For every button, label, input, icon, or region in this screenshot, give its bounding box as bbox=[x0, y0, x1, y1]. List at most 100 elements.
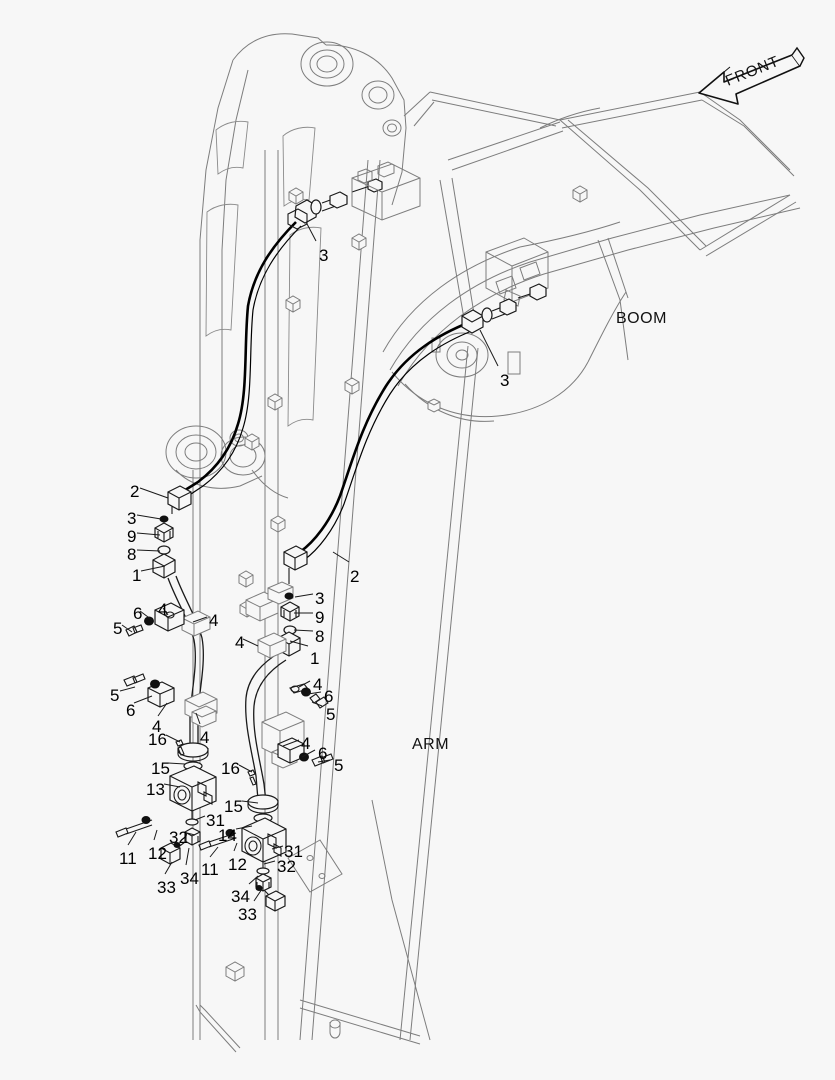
callout-number: 8 bbox=[127, 545, 137, 564]
leader-line bbox=[293, 629, 314, 632]
callout-number: 4 bbox=[209, 611, 219, 630]
leader-line bbox=[139, 610, 153, 621]
leader-line bbox=[153, 829, 158, 841]
leader-line bbox=[263, 860, 276, 865]
callout-number: 5 bbox=[110, 686, 120, 705]
fastener-markers bbox=[225, 185, 588, 982]
callout-number: 15 bbox=[224, 797, 243, 816]
callout-number: 14 bbox=[218, 826, 237, 845]
leader-line bbox=[282, 739, 300, 747]
callout-number: 1 bbox=[132, 566, 142, 585]
leader-line bbox=[233, 842, 238, 852]
callout-number: 15 bbox=[151, 759, 170, 778]
callout-number: 4 bbox=[235, 633, 245, 652]
leader-line bbox=[136, 549, 161, 552]
callout-number: 6 bbox=[133, 604, 143, 623]
leader-line bbox=[209, 846, 219, 858]
leader-line bbox=[140, 565, 166, 572]
leader-line bbox=[157, 702, 168, 717]
callout-number: 6 bbox=[126, 701, 136, 720]
leader-line bbox=[164, 861, 173, 875]
leader-line bbox=[253, 888, 263, 902]
leader-line bbox=[479, 329, 499, 367]
callout-number: 11 bbox=[119, 849, 137, 868]
leader-line bbox=[163, 783, 181, 788]
callout-leader-lines bbox=[119, 221, 499, 902]
callout-number: 1 bbox=[310, 649, 320, 668]
leader-line bbox=[192, 616, 208, 623]
callout-number: 12 bbox=[228, 855, 247, 874]
leader-line bbox=[121, 624, 133, 633]
leader-line bbox=[194, 815, 206, 821]
leader-line bbox=[271, 845, 284, 850]
callout-number: 32 bbox=[277, 857, 296, 876]
leader-line bbox=[305, 221, 317, 242]
machine-structure-outline bbox=[165, 33, 801, 1053]
callout-number: 2 bbox=[350, 567, 360, 586]
callout-number: 6 bbox=[324, 687, 334, 706]
leader-line bbox=[307, 691, 322, 695]
leader-line bbox=[241, 800, 259, 804]
callout-number: 3 bbox=[500, 371, 510, 390]
callout-number: 16 bbox=[148, 730, 167, 749]
callout-number: 6 bbox=[318, 744, 328, 763]
callout-number: 5 bbox=[334, 756, 344, 775]
leader-line bbox=[139, 487, 169, 499]
callout-number: 3 bbox=[319, 246, 329, 265]
leader-line bbox=[298, 680, 311, 688]
leader-line bbox=[167, 762, 186, 765]
callout-number: 2 bbox=[130, 482, 140, 501]
leader-line bbox=[235, 825, 253, 830]
leader-line bbox=[136, 514, 162, 520]
leader-line bbox=[186, 832, 196, 836]
callout-number: 31 bbox=[284, 842, 303, 861]
boom-label: BOOM bbox=[616, 310, 667, 328]
leader-line bbox=[301, 749, 316, 758]
callout-number: 34 bbox=[231, 887, 250, 906]
leader-line bbox=[185, 847, 190, 866]
arm-label-text: ARM bbox=[412, 736, 450, 753]
leader-line bbox=[317, 759, 331, 763]
callout-number: 32 bbox=[169, 828, 188, 847]
leader-line bbox=[238, 764, 253, 773]
callout-number: 4 bbox=[152, 717, 162, 736]
leader-line bbox=[332, 551, 350, 563]
callout-number: 8 bbox=[315, 627, 325, 646]
leader-line bbox=[195, 712, 201, 725]
leader-line bbox=[162, 607, 169, 616]
callout-number: 9 bbox=[127, 527, 137, 546]
leader-line bbox=[242, 638, 259, 647]
callout-number: 9 bbox=[315, 608, 325, 627]
callout-number: 34 bbox=[180, 869, 199, 888]
callout-number: 4 bbox=[200, 728, 210, 747]
leader-line bbox=[119, 686, 136, 692]
callout-number: 5 bbox=[113, 619, 123, 638]
callout-number: 4 bbox=[158, 600, 168, 619]
clamp-4-left-upper bbox=[154, 602, 185, 632]
boom-label-text: BOOM bbox=[616, 310, 667, 327]
leader-line bbox=[248, 875, 259, 885]
callout-number: 3 bbox=[315, 589, 325, 608]
front-arrow-icon bbox=[698, 46, 805, 105]
leader-line bbox=[127, 831, 137, 846]
callout-number: 5 bbox=[326, 705, 336, 724]
callout-number: 4 bbox=[301, 734, 311, 753]
callout-number: 13 bbox=[146, 780, 165, 799]
callout-number: 11 bbox=[201, 860, 219, 879]
arm-label: ARM bbox=[412, 736, 449, 754]
leader-line bbox=[165, 734, 181, 743]
leader-line bbox=[294, 593, 314, 598]
callout-number: 4 bbox=[313, 675, 323, 694]
leader-line bbox=[133, 695, 153, 704]
callout-number: 16 bbox=[221, 759, 240, 778]
callout-number: 33 bbox=[157, 878, 176, 897]
callout-number: 12 bbox=[148, 844, 167, 863]
leader-line bbox=[136, 532, 161, 536]
callout-number: 31 bbox=[206, 811, 225, 830]
hydraulic-hose-assemblies bbox=[115, 161, 547, 912]
callout-number: 3 bbox=[127, 509, 137, 528]
leader-line bbox=[289, 640, 309, 647]
callout-number: 33 bbox=[238, 905, 257, 924]
